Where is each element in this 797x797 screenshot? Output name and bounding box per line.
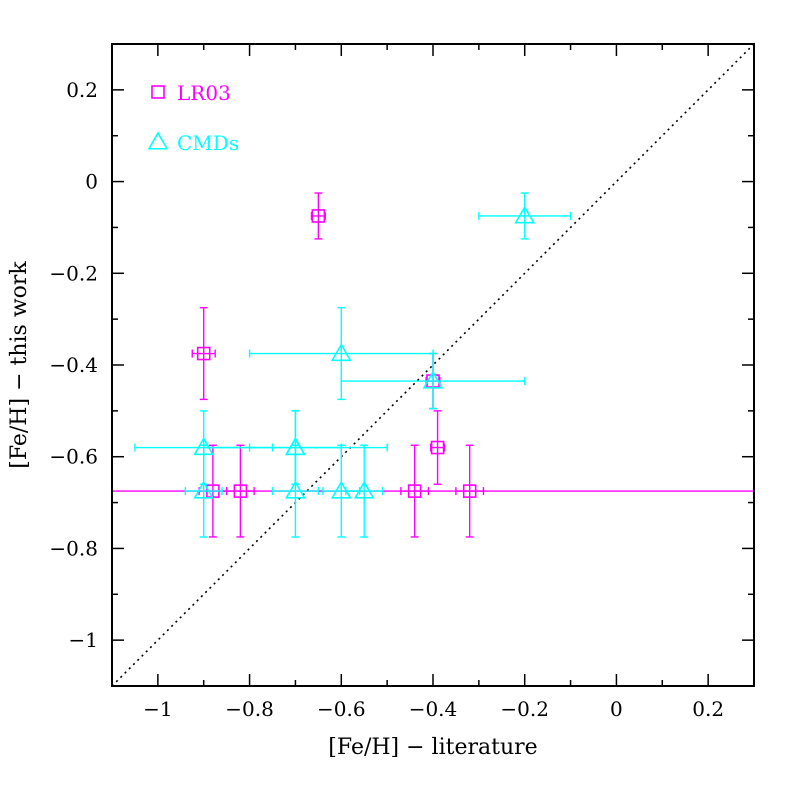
x-tick-label: 0.2: [692, 697, 724, 721]
y-tick-label: −0.6: [49, 445, 98, 469]
x-tick-label: −0.2: [500, 697, 549, 721]
legend-marker-lr03: [151, 85, 165, 99]
lr03-point: [462, 484, 477, 498]
cmds-point: [330, 342, 352, 362]
x-tick-label: −1: [143, 697, 172, 721]
x-tick-label: 0: [610, 697, 623, 721]
lr03-point: [430, 440, 445, 455]
legend-label-lr03: LR03: [177, 81, 231, 105]
y-tick-label: −1: [69, 628, 98, 652]
cmds-point: [514, 205, 536, 224]
tick-labels: −1 −0.8 −0.6 −0.4 −0.2 0 0.2 0.2 0 −0.2 −0.4 −0.6 −0…: [49, 78, 724, 721]
y-tick-label: −0.2: [49, 261, 98, 285]
y-tick-label: −0.4: [49, 353, 98, 377]
plot-marks: [112, 44, 754, 686]
lr03-point: [407, 484, 422, 498]
x-tick-label: −0.4: [409, 697, 458, 721]
y-tick-label: −0.8: [49, 536, 98, 560]
y-axis-label: [Fe/H] − this work: [7, 261, 32, 469]
cmds-point: [193, 480, 215, 499]
y-tick-label: 0: [85, 170, 98, 194]
lr03-point: [233, 484, 248, 498]
x-axis-label: [Fe/H] − literature: [328, 735, 537, 760]
legend-marker-cmds: [147, 131, 169, 150]
x-tick-label: −0.8: [225, 697, 274, 721]
cmds-point: [285, 480, 306, 499]
axis-ticks: [111, 43, 755, 687]
legend-label-cmds: CMDs: [177, 131, 239, 155]
identity-line: [112, 44, 754, 686]
cmds-point: [353, 480, 375, 499]
y-tick-label: 0.2: [66, 78, 98, 102]
lr03-point: [311, 209, 326, 223]
lr03-point: [196, 346, 211, 361]
cmds-point: [422, 370, 444, 389]
x-tick-label: −0.6: [317, 697, 366, 721]
